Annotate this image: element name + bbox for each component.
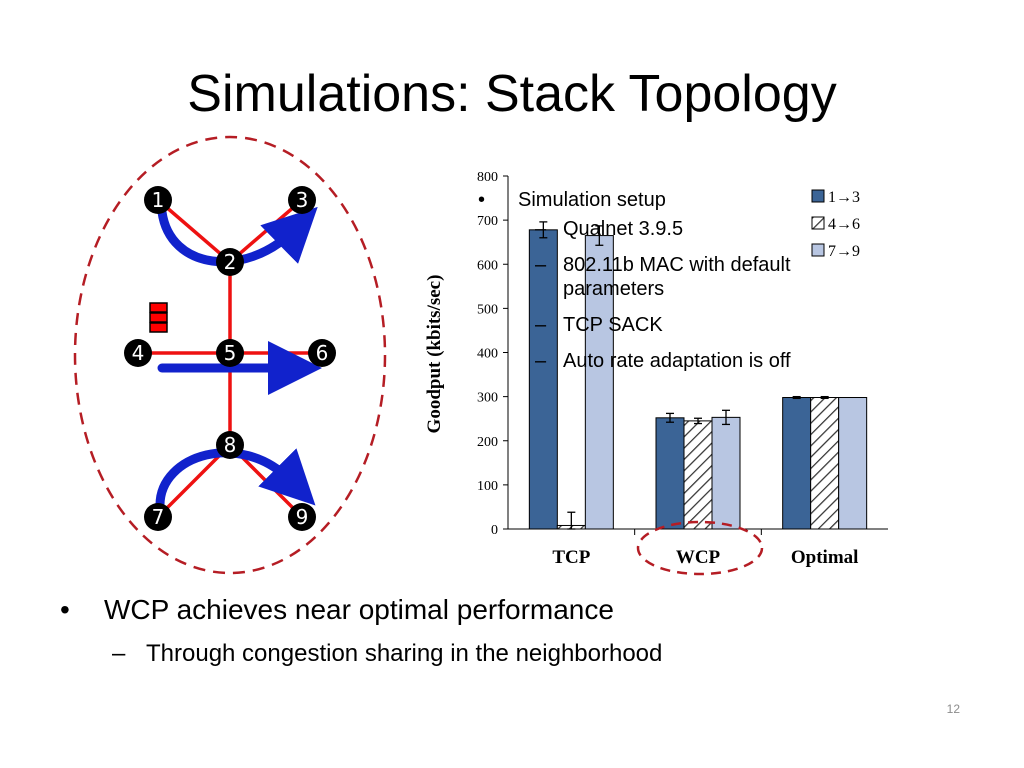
- y-tick-label: 600: [477, 258, 498, 273]
- node-9-label: 9: [296, 505, 309, 529]
- flow-1-3-arrow: [157, 206, 318, 267]
- category-label: WCP: [676, 547, 721, 568]
- flow-7-9-arrow: [155, 448, 316, 510]
- node-3-label: 3: [296, 188, 309, 212]
- bar: [711, 416, 741, 530]
- y-tick-label: 800: [477, 170, 498, 185]
- flow-arrows: [155, 206, 322, 510]
- y-tick-label: 100: [477, 479, 498, 494]
- node-6-label: 6: [316, 341, 329, 365]
- sub-bullet: – Through congestion sharing in the neig…: [112, 640, 663, 667]
- interference-boundary: [73, 135, 387, 575]
- y-tick-label: 400: [477, 347, 498, 362]
- chart-y-ticks: 0 100 200 300 400 500 600 700 800: [477, 170, 508, 538]
- node-5-label: 5: [224, 341, 237, 365]
- setup-item: – 802.11b MAC with default parameters: [535, 254, 791, 300]
- legend-swatch: [811, 189, 825, 203]
- node-5: 5: [216, 339, 244, 367]
- node-6: 6: [308, 339, 336, 367]
- link-1-2: [156, 198, 232, 264]
- y-axis-label: Goodput (kbits/sec): [424, 275, 445, 434]
- bar: [528, 229, 558, 530]
- chart-categories: TCP WCP Optimal: [552, 547, 858, 568]
- bar: [584, 235, 614, 530]
- legend-swatch: [811, 216, 825, 230]
- slide-title: Simulations: Stack Topology: [187, 65, 837, 123]
- legend-label: 7→9: [828, 243, 860, 260]
- chart-error-bars: [539, 221, 829, 530]
- setup-item: – Qualnet 3.9.5: [535, 218, 684, 240]
- bar: [782, 397, 812, 530]
- node-4: 4: [124, 339, 152, 367]
- y-tick-label: 300: [477, 391, 498, 406]
- legend-label: 1→3: [828, 189, 860, 206]
- setup-heading: • Simulation setup: [478, 183, 858, 217]
- setup-item: – Auto rate adaptation is off: [535, 350, 791, 372]
- chart-legend: 1→3 4→6 7→9: [811, 189, 860, 260]
- y-tick-label: 500: [477, 302, 498, 317]
- y-tick-label: 0: [491, 523, 498, 538]
- chart-bars: [528, 229, 868, 530]
- simulation-setup: • Simulation setup – Qualnet 3.9.5 – 802…: [478, 183, 858, 385]
- node-7: 7: [144, 503, 172, 531]
- node-9: 9: [288, 503, 316, 531]
- queue-icon: [149, 302, 168, 333]
- node-8: 8: [216, 431, 244, 459]
- node-2: 2: [216, 248, 244, 276]
- node-8-label: 8: [224, 433, 237, 457]
- slide-number: 12: [946, 702, 960, 716]
- y-tick-label: 700: [477, 214, 498, 229]
- topology-nodes: 1 2 3 4 5 6 7 8 9: [124, 186, 336, 531]
- node-4-label: 4: [132, 341, 145, 365]
- y-tick-label: 200: [477, 435, 498, 450]
- bar: [838, 397, 868, 530]
- node-7-label: 7: [152, 505, 165, 529]
- wcp-highlight-circle: [636, 520, 764, 576]
- node-1-label: 1: [152, 188, 165, 212]
- node-3: 3: [288, 186, 316, 214]
- legend-swatch: [811, 243, 825, 257]
- legend-label: 4→6: [828, 216, 860, 233]
- category-label: Optimal: [791, 547, 859, 568]
- main-bullet: • WCP achieves near optimal performance: [60, 594, 614, 625]
- node-1: 1: [144, 186, 172, 214]
- bar: [810, 397, 840, 530]
- bar: [655, 417, 685, 530]
- bar: [683, 420, 713, 530]
- category-label: TCP: [552, 547, 590, 568]
- bullet-dot: •: [478, 189, 486, 211]
- summary-bullets: • WCP achieves near optimal performance …: [60, 590, 960, 672]
- node-2-label: 2: [224, 250, 237, 274]
- setup-item: – TCP SACK: [535, 314, 663, 336]
